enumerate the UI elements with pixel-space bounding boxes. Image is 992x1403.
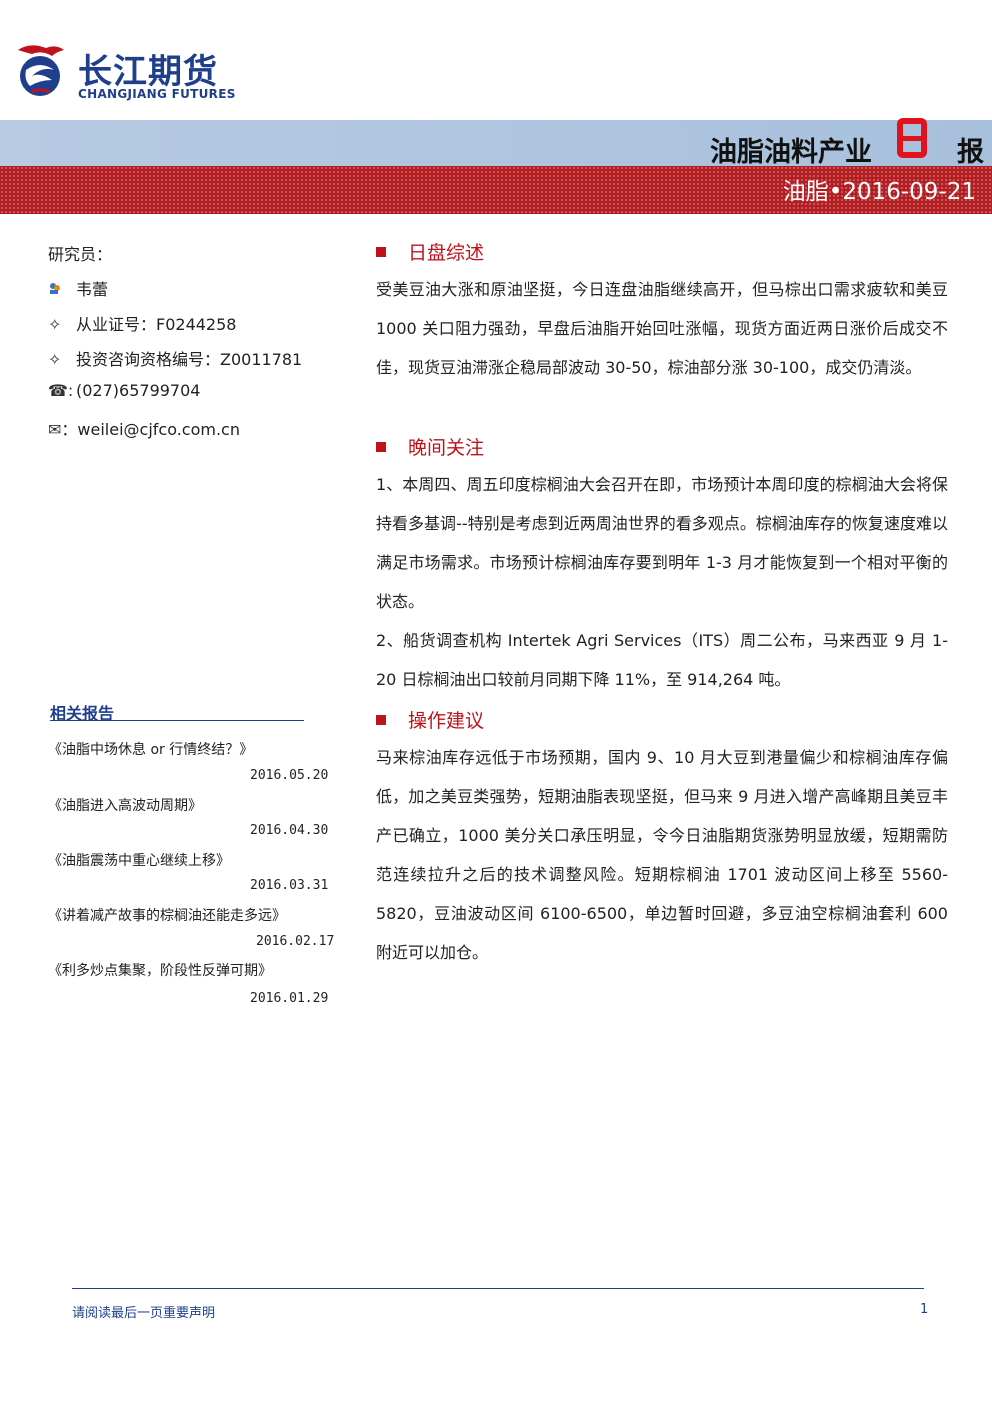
section-heading-text: 日盘综述 xyxy=(408,242,485,264)
footer-divider xyxy=(72,1288,924,1289)
related-reports-divider xyxy=(50,720,304,721)
dragon-logo-icon xyxy=(18,45,64,96)
brand-name-cn: 长江期货 xyxy=(78,52,218,92)
section-heading-text: 晚间关注 xyxy=(408,437,485,459)
section-heading: 日盘综述 xyxy=(376,238,484,265)
brand-name-en: CHANGJIANG FUTURES xyxy=(78,87,236,101)
phone-row: ☎:(027)65799704 xyxy=(48,381,200,400)
related-report-title[interactable]: 《油脂震荡中重心继续上移》 xyxy=(48,853,230,869)
envelope-icon: ✉ xyxy=(48,420,62,439)
banner-bottom xyxy=(0,166,992,214)
related-report-date: 2016.01.29 xyxy=(250,991,329,1006)
license-row: ✧ 从业证号：F0244258 xyxy=(48,311,236,335)
related-report-date: 2016.02.17 xyxy=(256,934,335,949)
phone-number: (027)65799704 xyxy=(76,381,201,400)
related-report-date: 2016.03.31 xyxy=(250,878,329,893)
analyst-name: 韦蕾 xyxy=(76,280,109,299)
section-paragraph: 受美豆油大涨和原油坚挺，今日连盘油脂继续高开，但马棕出口需求疲软和美豆 1000… xyxy=(376,280,948,377)
square-bullet-icon xyxy=(376,714,386,725)
section-paragraph: 1、本周四、周五印度棕榈油大会召开在即，市场预计本周印度的棕榈油大会将保持看多基… xyxy=(376,475,948,611)
email-colon: ： xyxy=(61,420,78,439)
license-number: 从业证号：F0244258 xyxy=(76,315,237,334)
phone-icon: ☎: xyxy=(48,381,74,400)
report-title: 油脂油料产业 xyxy=(710,137,872,168)
related-reports-title: 相关报告 xyxy=(50,704,115,723)
related-report-title[interactable]: 《油脂进入高波动周期》 xyxy=(48,798,202,814)
page-number: 1 xyxy=(920,1302,929,1317)
related-report-date: 2016.05.20 xyxy=(250,768,329,783)
diamond-bullet-icon: ✧ xyxy=(48,315,62,334)
analyst-name-row: 韦蕾 xyxy=(48,276,108,300)
daily-ri-character xyxy=(897,118,927,158)
related-report-title[interactable]: 《油脂中场休息 or 行情终结？》 xyxy=(48,742,254,758)
footer-disclaimer-notice: 请阅读最后一页重要声明 xyxy=(72,1306,216,1321)
section-paragraph: 马来棕油库存远低于市场预期，国内 9、10 月大豆到港量偏少和棕榈油库存偏低，加… xyxy=(376,748,948,962)
banner-top xyxy=(0,120,992,166)
square-bullet-icon xyxy=(376,441,386,452)
report-subtitle: 油脂•2016-09-21 xyxy=(782,179,976,205)
section-heading: 晚间关注 xyxy=(376,433,484,460)
email-row: ✉：weilei@cjfco.com.cn xyxy=(48,416,240,440)
related-report-title[interactable]: 《利多炒点集聚，阶段性反弹可期》 xyxy=(48,963,272,979)
diamond-bullet-icon: ✧ xyxy=(48,350,62,369)
qualification-number: 投资咨询资格编号：Z0011781 xyxy=(76,350,303,369)
section-heading-text: 操作建议 xyxy=(408,710,485,732)
company-logo: 长江期货 CHANGJIANG FUTURES xyxy=(12,40,252,106)
section-paragraph: 2、船货调查机构 Intertek Agri Services（ITS）周二公布… xyxy=(376,631,948,689)
analyst-label: 研究员： xyxy=(48,245,113,264)
related-report-title[interactable]: 《讲着减产故事的棕榈油还能走多远》 xyxy=(48,908,286,924)
report-title-suffix: 报 xyxy=(957,137,984,168)
section-heading: 操作建议 xyxy=(376,706,484,733)
related-report-date: 2016.04.30 xyxy=(250,823,329,838)
person-icon xyxy=(48,280,76,299)
square-bullet-icon xyxy=(376,246,386,257)
email-address[interactable]: weilei@cjfco.com.cn xyxy=(77,420,240,439)
qualification-row: ✧ 投资咨询资格编号：Z0011781 xyxy=(48,346,302,370)
